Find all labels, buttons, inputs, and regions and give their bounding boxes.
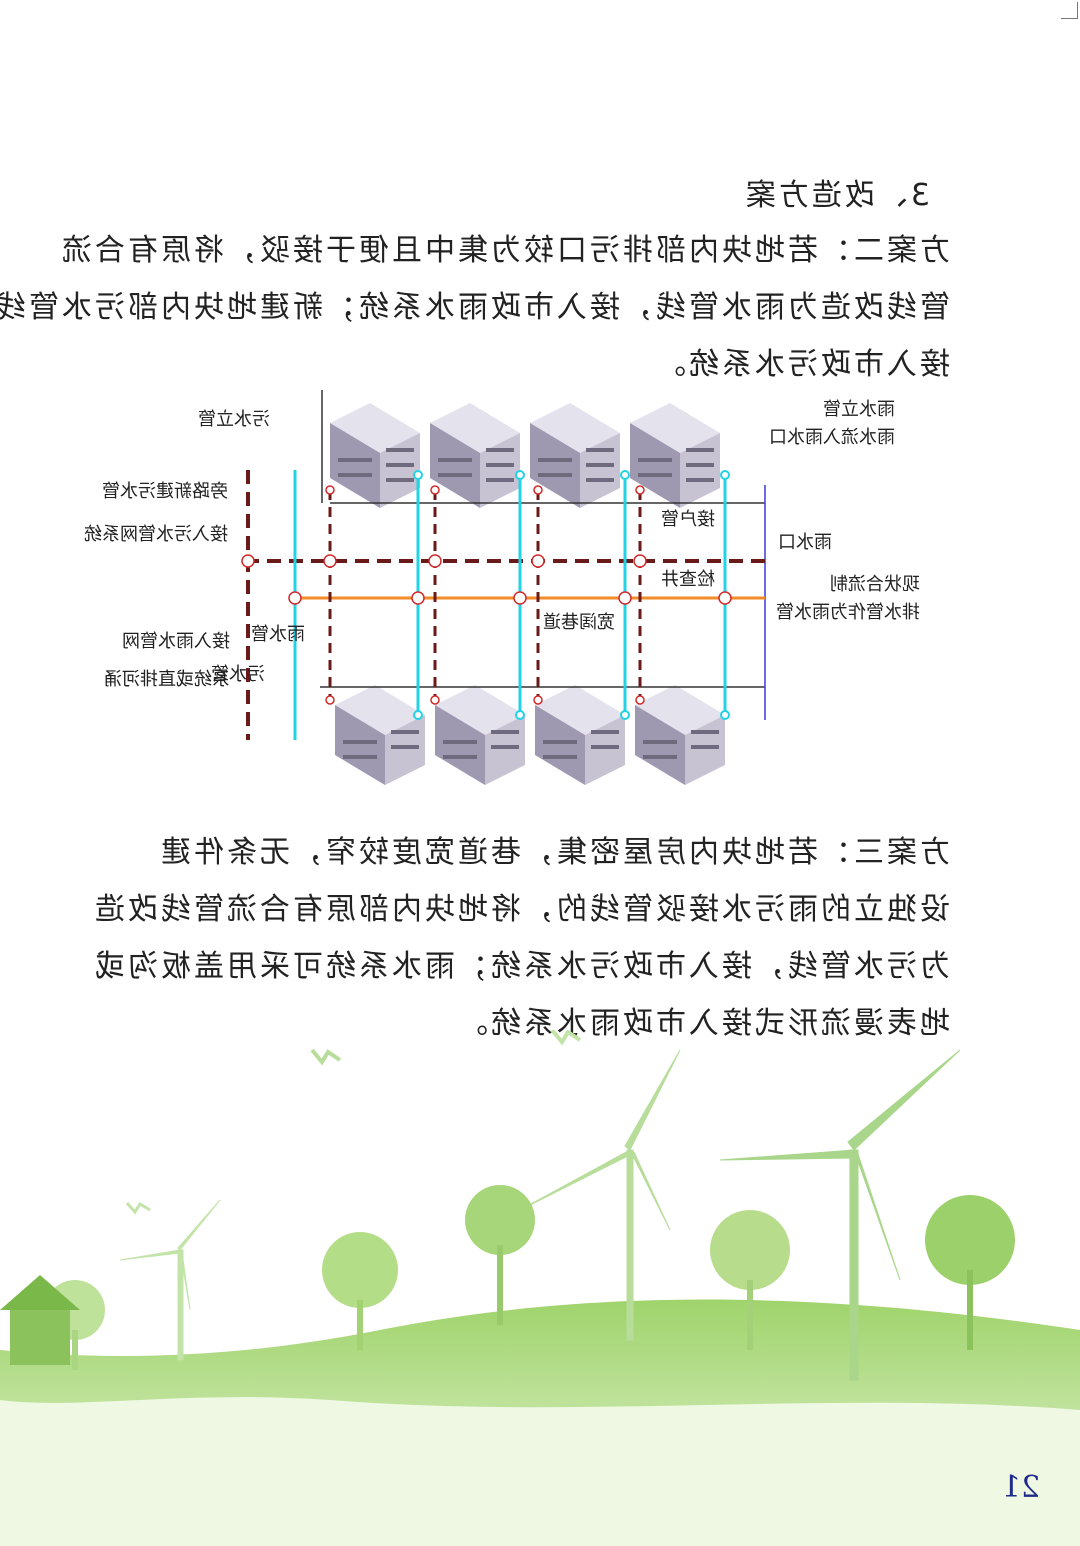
buildings-top: [330, 403, 720, 508]
label-gully: 雨水口: [778, 532, 832, 553]
scheme-2-line: 管线改造为雨水管线，接入市政雨水系统；新建地块内部污水管线，: [0, 290, 950, 325]
section-heading: 3、改造方案: [742, 178, 930, 213]
label-rain-inlet: 雨水流入雨水口: [769, 427, 895, 448]
label-lane: 宽阔巷道: [543, 612, 615, 633]
scheme-2-paragraph: 方案二：若地块内部排污口较为集中且便于接驳，将原有合流 管线改造为雨水管线，接入…: [0, 222, 950, 393]
building-icon: [330, 403, 420, 508]
building-icon: [335, 685, 425, 785]
wind-turbine-icon: [719, 1049, 961, 1381]
building-icon: [630, 403, 720, 508]
label-sewage-riser: 污水立管: [198, 409, 270, 430]
label-existing: 排水管作为雨水管: [776, 602, 920, 623]
scheme-3-line: 设独立的雨污水接驳管线的，将地块内部原有合流管线改造: [92, 892, 950, 927]
scheme-3-line: 为污水管线，接入市政污水系统；雨水系统可采用盖板沟或: [92, 949, 950, 984]
green-landscape-illustration: [0, 1030, 1080, 1546]
label-rain-riser: 雨水立管: [823, 399, 895, 420]
bird-icon: [310, 1048, 342, 1066]
scheme-2-line: 方案二：若地块内部排污口较为集中且便于接驳，将原有合流: [59, 233, 950, 268]
crop-mark: [1061, 2, 1078, 19]
scheme-3-paragraph: 方案三：若地块内房屋密集，巷道宽度较窄，无条件建 设独立的雨污水接驳管线的，将地…: [92, 824, 950, 1052]
drainage-diagram: 污水立管 雨水立管 雨水流入雨水口 旁路新建污水管 接入污水管网系统 接户管 雨…: [84, 390, 920, 785]
label-rain-pipe: 雨水管: [251, 624, 305, 645]
label-manhole: 检查井: [661, 569, 715, 590]
rain-gully-nodes: [413, 470, 730, 720]
building-icon: [435, 685, 525, 785]
label-rain-net: 接入雨水管网: [122, 631, 230, 652]
building-icon: [430, 403, 520, 508]
bird-icon: [550, 1030, 582, 1046]
building-icon: [535, 685, 625, 785]
tree-icon: [710, 1210, 790, 1350]
label-existing: 现状合流制: [830, 574, 920, 595]
label-new-sewer: 接入污水管网系统: [84, 524, 228, 545]
scheme-3-line: 方案三：若地块内房屋密集，巷道宽度较窄，无条件建: [158, 835, 950, 870]
wind-turbine-icon: [519, 1049, 681, 1341]
label-sewer-pipe: 污水管: [211, 664, 265, 685]
tree-icon: [465, 1185, 535, 1325]
buildings-bottom: [335, 685, 725, 785]
house-icon: [0, 1275, 80, 1365]
building-icon: [530, 403, 620, 508]
bird-icon: [125, 1201, 151, 1215]
page-number: 21: [1001, 1470, 1040, 1505]
tree-icon: [925, 1195, 1015, 1350]
label-house-pipe: 接户管: [661, 509, 715, 530]
wind-turbine-icon: [119, 1199, 221, 1361]
label-new-sewer: 旁路新建污水管: [102, 481, 228, 502]
manhole-nodes: [241, 485, 732, 705]
building-icon: [635, 685, 725, 785]
label-rain-net: 系统或直排河涌: [104, 669, 230, 690]
tree-icon: [322, 1232, 398, 1350]
